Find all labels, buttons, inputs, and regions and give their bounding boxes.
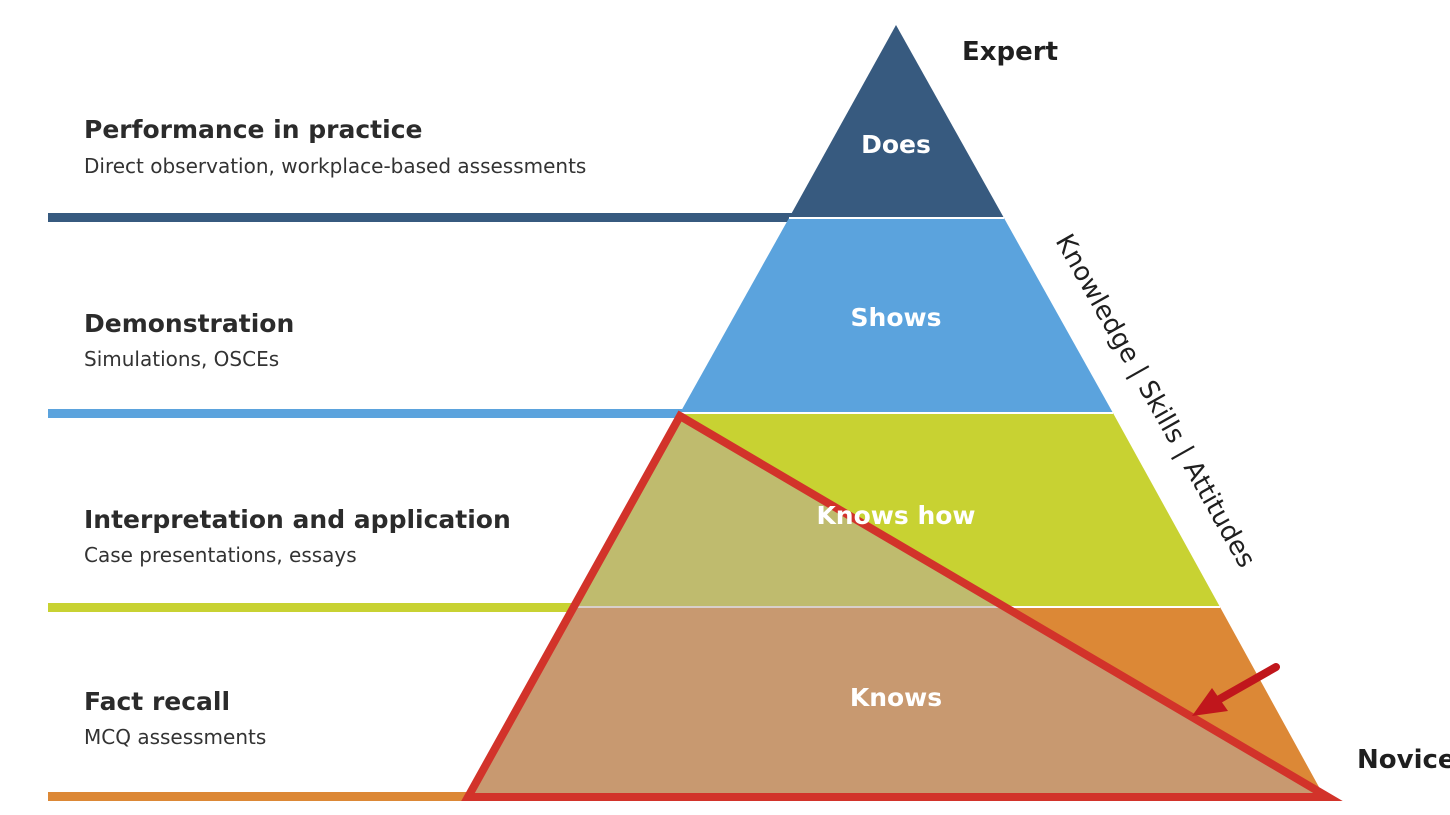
- level-desc-fact-recall: MCQ assessments: [84, 725, 267, 749]
- tier-shows: [680, 218, 1113, 413]
- novice-label: Novice: [1357, 745, 1450, 775]
- tier-label-knows: Knows: [850, 683, 942, 712]
- overlay-fill: [468, 416, 1328, 797]
- tier-label-shows: Shows: [851, 303, 942, 332]
- level-desc-performance: Direct observation, workplace-based asse…: [84, 154, 587, 178]
- level-line-fact-recall: [48, 792, 468, 801]
- level-desc-interpretation: Case presentations, essays: [84, 543, 357, 567]
- expert-label: Expert: [962, 37, 1059, 67]
- level-line-interpretation: [48, 603, 578, 612]
- level-title-demonstration: Demonstration: [84, 309, 295, 338]
- arrow-icon: [1192, 663, 1280, 716]
- overlay-outline: [461, 410, 1343, 801]
- tier-does: [789, 25, 1004, 218]
- level-line-performance: [48, 213, 793, 222]
- tier-label-does: Does: [861, 130, 931, 159]
- level-title-fact-recall: Fact recall: [84, 687, 231, 716]
- tier-label-knows-how: Knows how: [816, 501, 975, 530]
- level-desc-demonstration: Simulations, OSCEs: [84, 347, 280, 371]
- level-title-interpretation: Interpretation and application: [84, 505, 511, 534]
- level-title-performance: Performance in practice: [84, 115, 423, 144]
- level-line-demonstration: [48, 409, 682, 418]
